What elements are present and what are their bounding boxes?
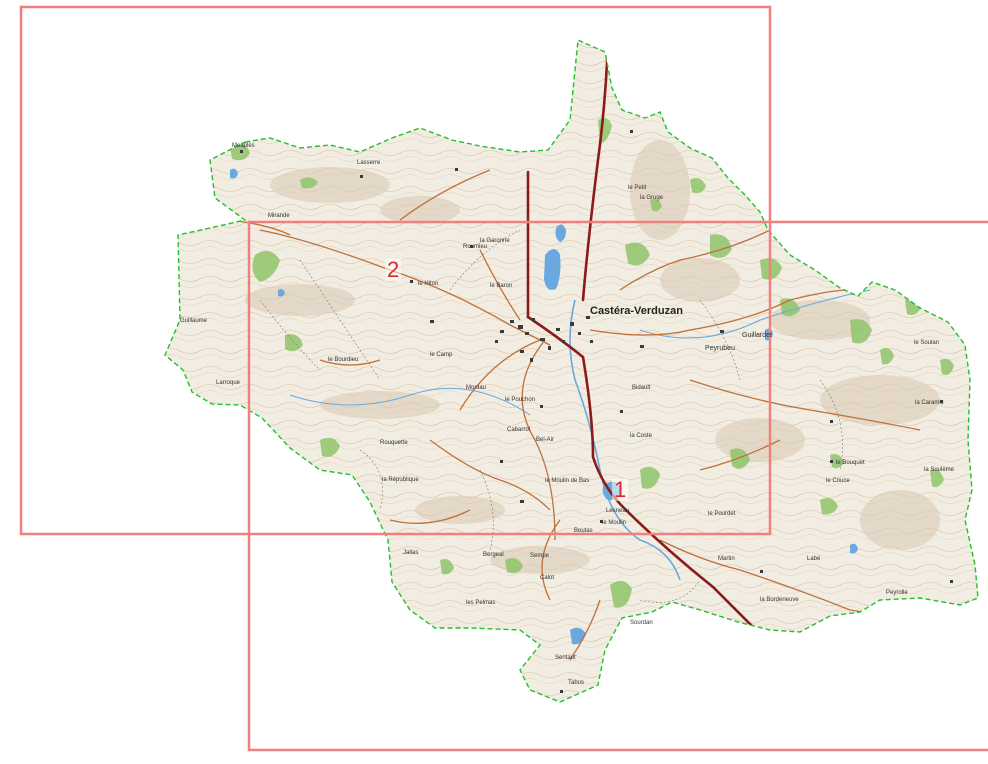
secondary-roads bbox=[229, 169, 951, 661]
frame-1-outline bbox=[247, 220, 988, 752]
place-sentaut: Sentaut bbox=[555, 655, 576, 661]
place-bidault: Bidault bbox=[632, 385, 651, 391]
place-mealpies: Meaplès bbox=[232, 143, 255, 149]
commune-territory bbox=[164, 38, 979, 703]
frame-2-outline bbox=[19, 5, 772, 536]
contour-lines bbox=[165, 40, 978, 702]
place-la-souleme: la Soulème bbox=[924, 467, 955, 473]
place-bel-air: Bel-Air bbox=[536, 437, 555, 443]
map-sheet-frames bbox=[19, 5, 988, 752]
stream bbox=[569, 299, 681, 581]
place-le-moulin: le Moulin bbox=[602, 520, 627, 526]
place-bergeal: Bergeal bbox=[483, 552, 504, 558]
place-castera-verduzan: Castéra-Verduzan bbox=[590, 305, 683, 317]
place-boutas: Boutas bbox=[574, 528, 593, 534]
place-le-couce: le Couce bbox=[826, 478, 850, 484]
place-moulin-de-bas: le Moulin de Bas bbox=[545, 478, 590, 484]
place-jallas: Jallas bbox=[403, 550, 419, 556]
frame-label-2[interactable]: 2 bbox=[385, 257, 402, 282]
place-guillardet: Guillardet bbox=[742, 332, 772, 339]
place-le-camp: le Camp bbox=[430, 352, 453, 358]
place-tabus: Tabus bbox=[568, 680, 585, 686]
place-le-bouquet: le Bouquet bbox=[836, 460, 865, 466]
place-le-petit: le Petit bbox=[628, 185, 647, 191]
village-buildings bbox=[240, 130, 953, 693]
place-le-pourdet: le Pourdet bbox=[708, 511, 736, 517]
place-roumieu: Roumieu bbox=[463, 244, 488, 250]
local-tracks bbox=[259, 229, 843, 603]
place-la-gruge: la Gruge bbox=[640, 195, 664, 201]
place-le-pouchon: le Pouchon bbox=[505, 397, 536, 403]
place-lesneau: Lesneau bbox=[606, 508, 630, 514]
place-mirande: Mirande bbox=[268, 213, 290, 219]
place-calot: Calot bbox=[540, 575, 555, 581]
place-le-soulan: le Soulan bbox=[914, 340, 940, 346]
place-le-bourdieu: le Bourdieu bbox=[328, 357, 359, 363]
place-montau: Montau bbox=[466, 385, 487, 391]
place-la-caramic: la Caramic bbox=[915, 400, 944, 406]
place-lasserre: Lasserre bbox=[357, 160, 381, 166]
place-labe: Labé bbox=[807, 556, 821, 562]
place-martin: Martin bbox=[718, 556, 735, 562]
place-les-pelmas: les Pelmas bbox=[466, 600, 496, 606]
place-peyrolle: Peyrolle bbox=[886, 590, 908, 596]
place-la-coste: la Coste bbox=[630, 433, 653, 439]
place-larroque: Larroque bbox=[216, 380, 241, 386]
stream-west bbox=[289, 387, 531, 416]
place-la-bordeneuve: la Bordeneuve bbox=[760, 597, 799, 603]
frame-label-1[interactable]: 1 bbox=[612, 477, 629, 502]
place-sourdan: Sourdan bbox=[630, 620, 653, 626]
place-rouquette: Rouquette bbox=[380, 440, 408, 446]
place-la-republique: la République bbox=[382, 477, 419, 483]
place-peyrubeu: Peyrubeu bbox=[705, 345, 735, 352]
commune-boundary bbox=[164, 38, 979, 703]
place-sempe: Sempe bbox=[530, 553, 550, 559]
place-cabarrot: Cabarrot bbox=[507, 427, 531, 433]
place-le-hiton: le Hiton bbox=[418, 281, 439, 287]
place-le-baron: le Baron bbox=[490, 283, 513, 289]
place-la-garonne: la Garonne bbox=[480, 238, 510, 244]
stream-east bbox=[639, 289, 871, 339]
place-guillaume: Guillaume bbox=[180, 318, 208, 324]
hill-shading bbox=[245, 140, 940, 574]
